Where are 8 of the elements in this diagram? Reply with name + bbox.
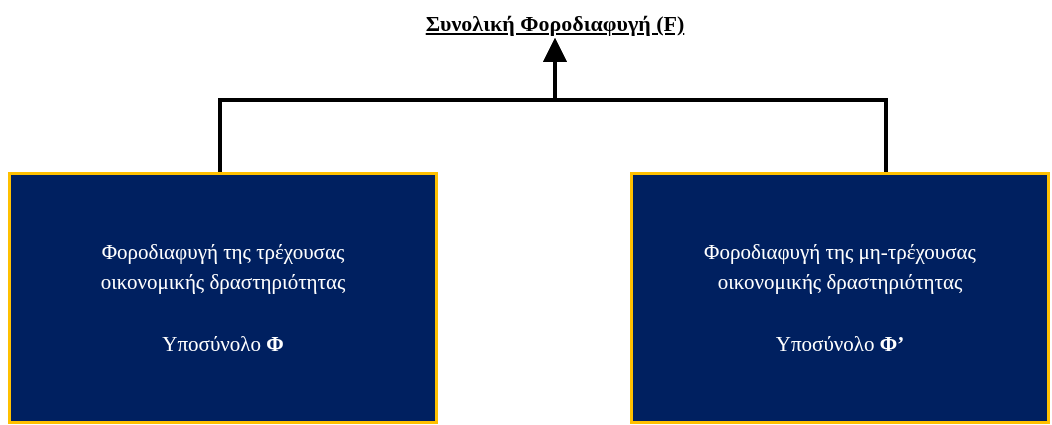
box-description: Φοροδιαφυγή της μη-τρέχουσας οικονομικής δραστηριότητας xyxy=(703,239,977,296)
subset-label: Υποσύνολο Φ xyxy=(162,331,284,358)
category-box xyxy=(630,172,1050,424)
connector-arrow xyxy=(543,38,888,172)
subset-label: Υποσύνολο Φ’ xyxy=(775,331,905,358)
diagram-title: Συνολική Φοροδιαφυγή (F) xyxy=(380,6,730,42)
category-box xyxy=(8,172,438,424)
box-description: Φοροδιαφυγή της τρέχουσας οικονομικής δραστηριότητας xyxy=(99,239,347,296)
